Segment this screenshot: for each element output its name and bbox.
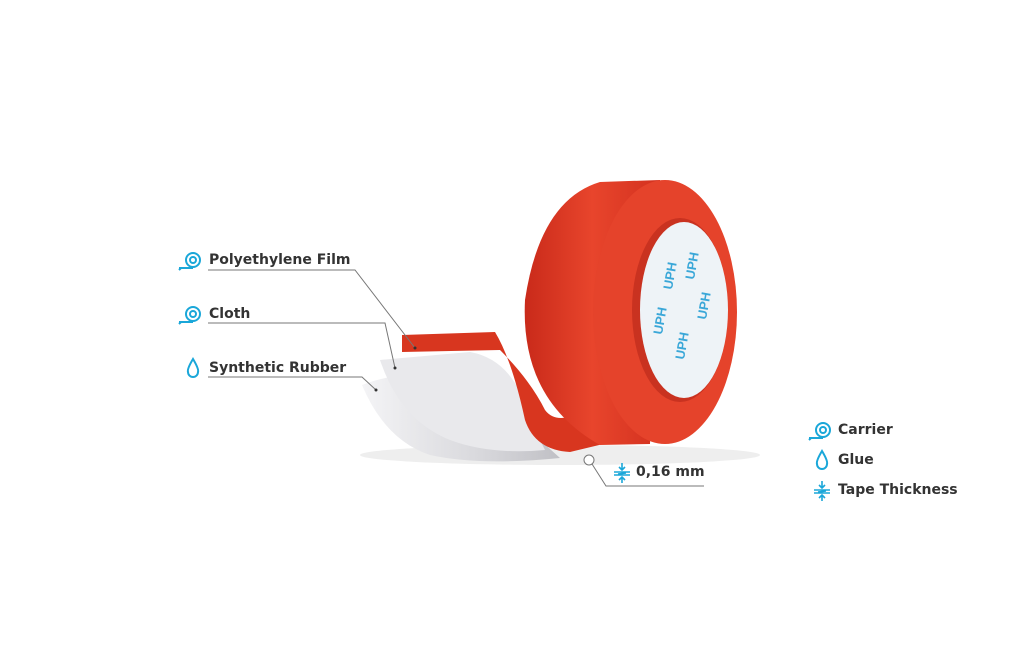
layer-label-synthetic-rubber: Synthetic Rubber [209,360,347,376]
layer-label-polyethylene-film: Polyethylene Film [209,252,351,268]
carrier-icon [808,422,831,441]
carrier-icon [178,252,201,271]
leader-line-polyethylene [208,269,416,349]
core-print: UPH [694,291,714,321]
legend-carrier: Carrier [838,422,893,438]
leader-line-cloth [208,322,396,369]
core-print: UPH [660,261,680,291]
polyethylene-film-layer [402,332,620,452]
legend-glue: Glue [838,452,874,468]
core-print: UPH [672,331,692,361]
thickness-icon [614,463,630,483]
thickness-icon [814,481,830,501]
thickness-value: 0,16 mm [636,464,705,480]
tape-core [640,222,728,398]
core-print: UPH [650,306,670,336]
legend-tape-thickness: Tape Thickness [838,482,958,498]
leader-line-thickness [591,463,704,487]
core-print: UPH [682,251,702,281]
glue-icon [815,449,829,470]
carrier-icon [178,306,201,325]
cloth-layer [380,352,545,452]
leader-line-rubber [208,376,377,391]
glue-icon [186,357,200,378]
layer-label-cloth: Cloth [209,306,251,322]
